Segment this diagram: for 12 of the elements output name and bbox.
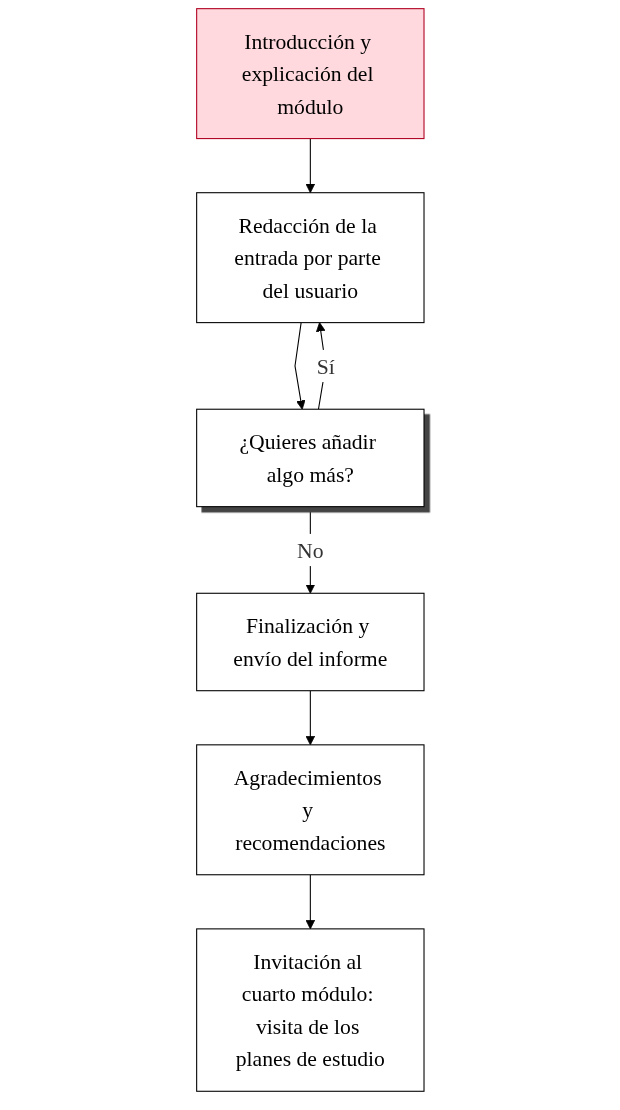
arrow [305,690,315,746]
arrow [305,874,315,930]
arrow [294,322,306,410]
node-box: Finalización y envío del informe [195,592,425,692]
node-box: ¿Quieres añadir algo más? [195,408,425,508]
edge-label: No [296,538,324,562]
node-box: Introducción y explicación del módulo [195,8,425,140]
node-box: Redacción de la entrada por parte del usuario [195,192,425,324]
arrow [305,138,315,194]
node-box: Agradecimientos y recomendaciones [195,744,425,876]
node-box: Invitación al cuarto módulo: visita de los planes de estudio [195,928,425,1092]
edge-label: Sí [316,354,335,378]
